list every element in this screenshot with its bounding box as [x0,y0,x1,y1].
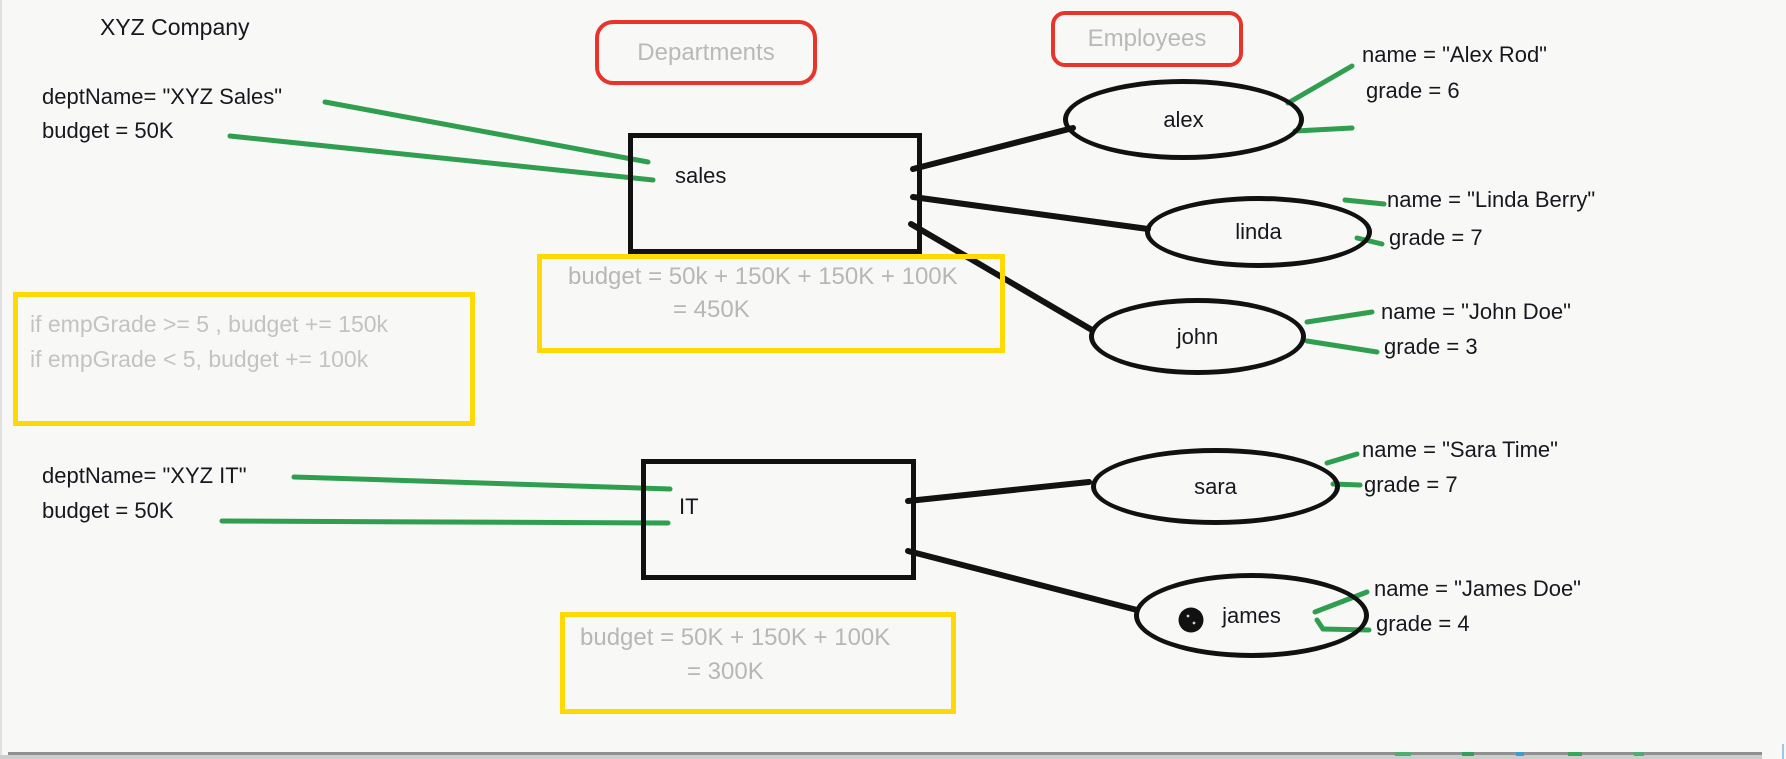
pointer-line-linda-name [1342,197,1387,207]
budget-note-it: budget = 50K + 150K + 100K = 300K [560,612,956,714]
pointer-line-sales-budget [227,133,656,183]
pointer-line-it-deptname [291,474,673,492]
pointer-line-sales-deptname [322,99,651,165]
pointer-line-alex-name [1285,63,1355,106]
budget-note-sales-line1: budget = 50k + 150K + 150K + 100K [568,263,958,290]
budget-rules-line2: if empGrade < 5, budget += 100k [30,346,369,372]
left-edge-line [0,0,2,759]
progress-marker [1568,752,1582,756]
pointer-line-john-grade [1304,338,1380,355]
budget-note-it-line2: = 300K [687,658,764,685]
employees-header: Employees [1051,11,1243,67]
budget-rules-line1: if empGrade >= 5 , budget += 150k [30,311,389,337]
it-deptname-label: deptName= "XYZ IT" [42,463,247,488]
progress-marker [1516,752,1524,756]
department-node-it-label: IT [679,494,699,519]
employee-node-sara-label: sara [1194,473,1237,499]
pointer-line-john-name [1304,309,1375,325]
progress-marker [1634,752,1644,756]
connector-it-james [905,548,1140,613]
employee-node-linda: linda [1145,196,1372,268]
sales-deptname-label: deptName= "XYZ Sales" [42,84,283,109]
department-node-it: IT [641,459,916,580]
progress-fill [8,752,1762,755]
sara-name-label: name = "Sara Time" [1362,437,1558,462]
budget-note-it-line1: budget = 50K + 150K + 100K [580,624,891,651]
it-budget-label: budget = 50K [42,498,174,523]
progress-track [0,755,1762,759]
alex-grade-label: grade = 6 [1366,78,1460,103]
pointer-line-sara-name [1324,451,1360,466]
pointer-line-it-budget [219,518,671,526]
budget-note-sales-line2: = 450K [673,296,750,323]
james-grade-label: grade = 4 [1376,611,1470,636]
sales-budget-label: budget = 50K [42,118,174,143]
james-name-label: name = "James Doe" [1374,576,1581,601]
connector-sales-alex [910,125,1076,172]
departments-header: Departments [595,20,817,85]
employees-header-label: Employees [1087,25,1207,52]
linda-grade-label: grade = 7 [1389,225,1483,250]
connector-it-sara [905,479,1092,504]
department-node-sales-label: sales [675,163,727,188]
progress-edge-tick [1782,744,1784,759]
alex-name-label: name = "Alex Rod" [1362,42,1547,67]
pointer-line-alex-grade [1292,125,1355,134]
progress-marker [1395,752,1411,756]
sara-grade-label: grade = 7 [1364,472,1458,497]
employee-node-john-label: john [1176,323,1219,349]
john-name-label: name = "John Doe" [1381,299,1571,324]
john-grade-label: grade = 3 [1384,334,1478,359]
employee-node-alex-label: alex [1163,106,1204,132]
employee-node-linda-label: linda [1235,219,1282,244]
linda-name-label: name = "Linda Berry" [1387,187,1596,212]
budget-note-sales: budget = 50k + 150K + 150K + 100K = 450K [537,254,1005,353]
employee-node-alex: alex [1063,79,1304,160]
employee-node-john: john [1089,298,1306,375]
budget-rules-note: if empGrade >= 5 , budget += 150k if emp… [13,292,475,426]
progress-marker [1462,752,1474,756]
employee-node-sara: sara [1091,448,1340,525]
departments-header-label: Departments [637,38,775,66]
department-node-sales: sales [628,133,922,254]
page-title: XYZ Company [100,14,250,40]
connector-sales-linda [910,194,1151,232]
employee-node-james-label: james [1222,602,1281,628]
employee-node-james: james [1134,573,1369,658]
